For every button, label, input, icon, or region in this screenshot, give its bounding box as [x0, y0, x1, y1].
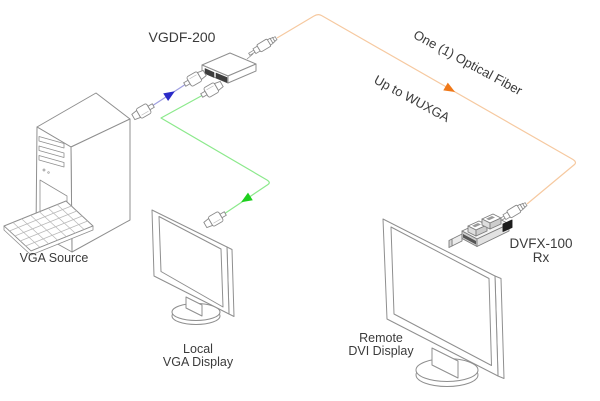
local-signal-arrow-icon	[238, 192, 253, 207]
remote-display-label-line2: DVI Display	[348, 344, 414, 358]
vga-signal-arrow-icon	[163, 87, 178, 101]
remote-dvi-display	[382, 218, 505, 387]
fiber-ports	[467, 213, 502, 237]
vga-plug-converter-in	[181, 67, 208, 90]
remote-display-screen	[390, 226, 492, 366]
receiver-model-label-line1: DVFX-100	[509, 236, 573, 251]
vgdf-200-device	[201, 52, 257, 84]
local-display-label-line1: Local	[183, 342, 213, 356]
vga-plug-converter-out	[198, 78, 225, 101]
receiver-role-label: Rx	[532, 250, 550, 265]
local-vga-cable	[160, 94, 270, 215]
drive-bays	[38, 136, 65, 168]
fiber-signal-arrow-icon	[443, 82, 458, 96]
transmitter-model-label: VGDF-200	[148, 29, 216, 45]
keyboard	[3, 200, 94, 256]
vga-port	[204, 68, 215, 78]
vga-source-label: VGA Source	[19, 251, 89, 265]
local-display-label: Local VGA Display	[148, 343, 248, 369]
vga-port	[215, 72, 228, 83]
local-vga-display	[151, 209, 235, 325]
vga-plug-source	[130, 100, 157, 123]
remote-display-label: Remote DVI Display	[331, 332, 431, 358]
local-display-screen	[158, 216, 224, 308]
vga-plug-local-display	[202, 208, 229, 231]
dvfx-100-device	[448, 213, 513, 248]
thumbscrew-tab	[502, 219, 513, 232]
receiver-model-label: DVFX-100 Rx	[498, 237, 584, 265]
fiber-connector-tx	[246, 34, 279, 59]
remote-display-label-line1: Remote	[359, 331, 403, 345]
keyboard-keys	[9, 204, 88, 248]
local-display-label-line2: VGA Display	[162, 355, 234, 369]
